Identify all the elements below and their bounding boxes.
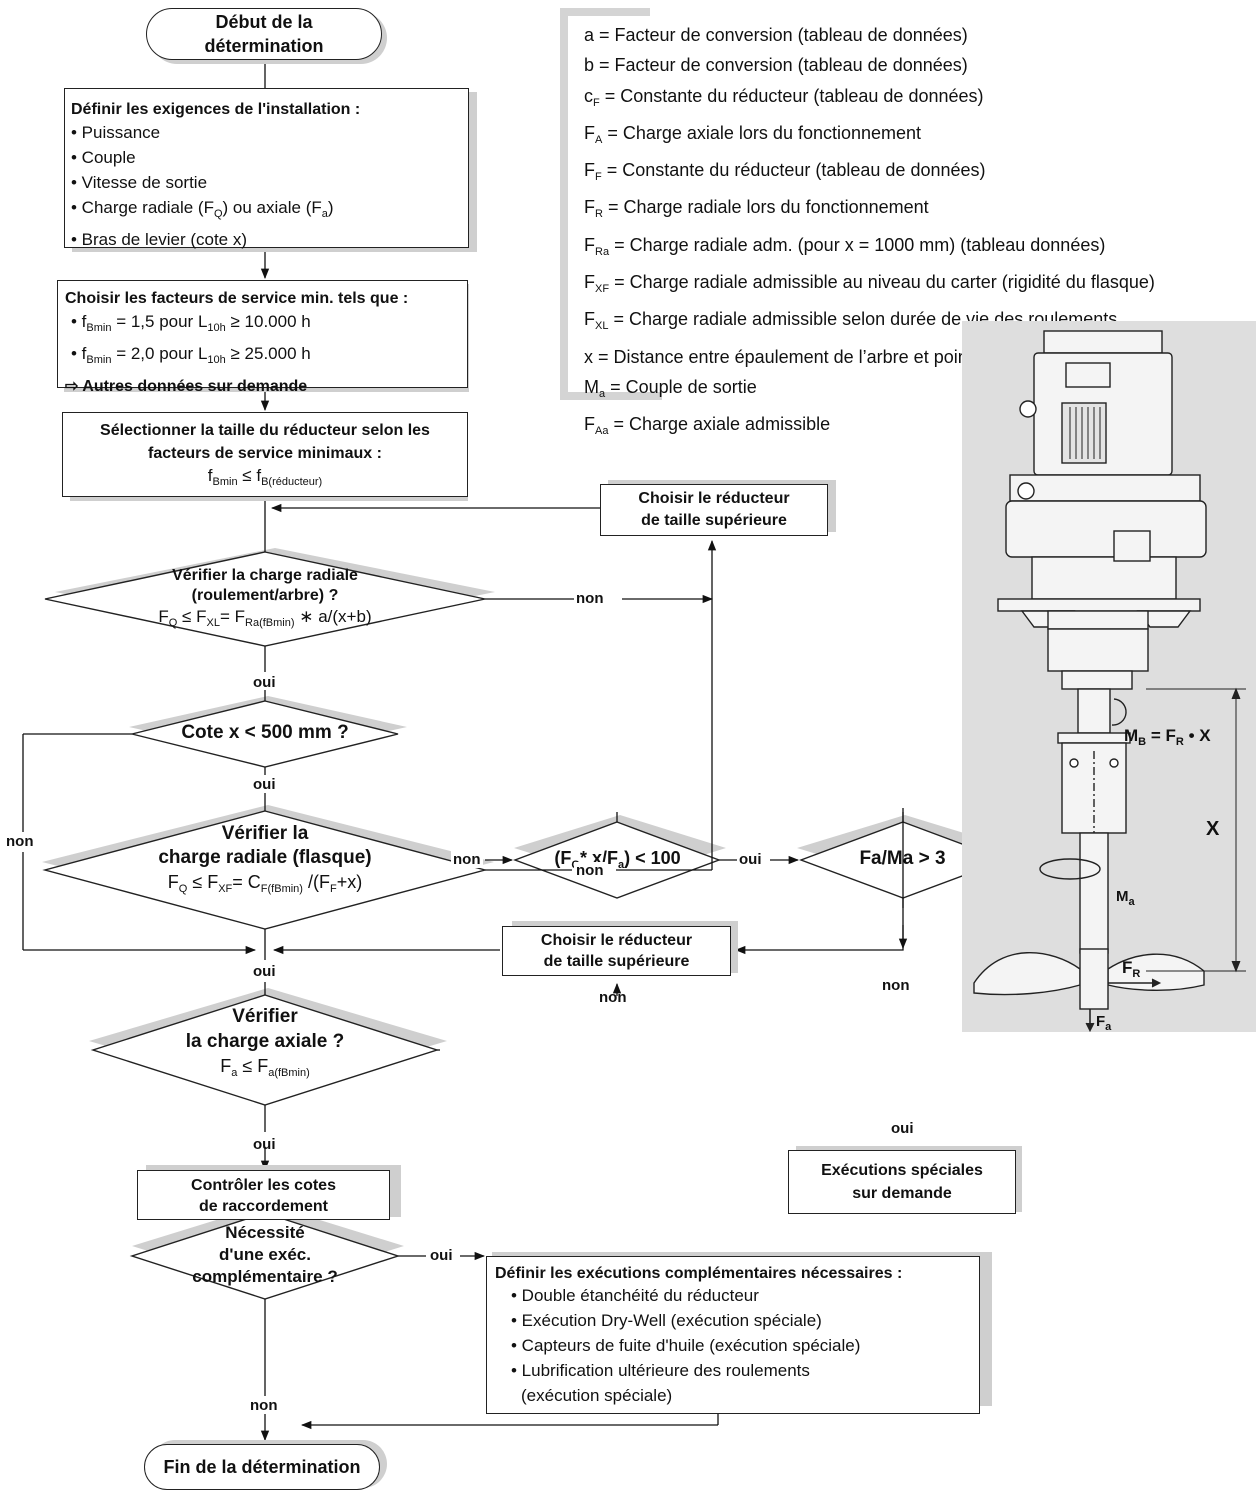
start-line1: Début de la [215,12,313,32]
bigger2-line2: de taille supérieure [543,953,690,970]
complementary-item: • Lubrification ultérieure des roulement… [511,1361,810,1380]
axial-formula: Fa ≤ Fa(fBmin) [220,1056,310,1079]
special-line2: sur demande [852,1185,952,1202]
fr-label: FR [1122,958,1141,980]
cote-label: Cote x < 500 mm ? [181,722,349,743]
label-oui: oui [253,776,276,793]
ratio-label: (FQ* x/Fa) < 100 [554,848,681,871]
necessity-line3: complémentaire ? [192,1267,338,1286]
bigger2-box: Choisir le réducteur de taille supérieur… [502,926,731,976]
radial-flange-line1: Vérifier la [221,823,309,844]
requirements-item: • Bras de levier (cote x) [71,230,248,249]
connection-line2: de raccordement [199,1198,328,1215]
label-non: non [599,989,627,1006]
fama-label: Fa/Ma > 3 [859,848,946,869]
special-box: Exécutions spéciales sur demande [788,1150,1016,1214]
service-box: Choisir les facteurs de service min. tel… [57,280,468,395]
legend-bracket-top [560,8,650,16]
connection-box: Contrôler les cotes de raccordement [137,1170,390,1220]
legend-entry: FAa = Charge axiale admissible [584,414,831,438]
radial-bearing-text: Vérifier la charge radiale (roulement/ar… [95,566,435,634]
axial-line1: Vérifier [232,1006,298,1027]
fa-label: Fa [1096,1013,1112,1033]
requirements-item: • Charge radiale (FQ) ou axiale (Fa) [71,198,334,220]
agitator-drawing [973,330,1246,1032]
mb-formula: MB = FR • X [1124,726,1211,748]
legend-entry: x = Distance entre épaulement de l’arbre… [584,346,1052,367]
label-oui: oui [891,1120,914,1137]
start-terminator: Début de la détermination [146,8,382,60]
label-non: non [882,977,910,994]
label-non: non [250,1397,278,1414]
label-oui: oui [253,1136,276,1153]
axial-text: Vérifier la charge axiale ? Fa ≤ Fa(fBmi… [120,1004,410,1085]
complementary-title: Définir les exécutions complémentaires n… [495,1265,903,1282]
label-oui: oui [737,851,764,868]
fama-non-connector [734,808,904,955]
ratio-diamond [512,821,722,899]
legend-entry: FXF = Charge radiale admissible au nivea… [584,272,1155,296]
label-oui: oui [428,1247,455,1264]
axial-line2: la charge axiale ? [185,1031,345,1052]
requirements-item: • Vitesse de sortie [71,173,208,192]
radial-bearing-line2: (roulement/arbre) ? [191,587,339,604]
label-oui: oui [253,963,276,980]
label-non: non [4,833,36,850]
legend-entry: a = Facteur de conversion (tableau de do… [584,25,968,45]
requirements-item: • Puissance [71,123,161,142]
connection-line1: Contrôler les cotes [191,1177,336,1194]
end-label: Fin de la détermination [163,1457,361,1477]
service-note: ⇨ Autres données sur demande [65,378,308,395]
necessity-line2: d'une exéc. [219,1245,311,1264]
necessity-line1: Nécessité [225,1223,305,1242]
legend-bracket-left [560,8,568,400]
bigger2-line1: Choisir le réducteur [540,932,693,949]
complementary-item: (exécution spéciale) [521,1386,673,1405]
ma-label: Ma [1116,888,1135,908]
radial-flange-line2: charge radiale (flasque) [158,847,372,868]
service-row-1: • fBmin = 1,5 pour L10h ≥ 10.000 h [71,312,311,334]
label-non: non [574,862,606,879]
service-title: Choisir les facteurs de service min. tel… [65,290,409,307]
legend-entry: b = Facteur de conversion (tableau de do… [584,55,968,76]
necessity-text: Nécessité d'une exéc. complémentaire ? [160,1222,370,1288]
select-size-box: Sélectionner la taille du réducteur selo… [62,412,468,497]
service-row-2: • fBmin = 2,0 pour L10h ≥ 25.000 h [71,344,311,366]
select-size-line2: facteurs de service minimaux : [148,445,382,462]
start-line2: détermination [204,36,324,56]
complementary-item: • Double étanchéité du réducteur [511,1286,759,1305]
complementary-item: • Capteurs de fuite d'huile (exécution s… [511,1336,861,1355]
radial-bearing-line1: Vérifier la charge radiale [172,567,358,584]
special-line1: Exécutions spéciales [821,1162,983,1179]
legend-bracket-bottom [560,392,662,400]
requirements-item: • Couple [71,148,136,167]
requirements-box: Définir les exigences de l'installation … [64,88,469,249]
legend-entry: FRa = Charge radiale adm. (pour x = 1000… [584,234,1106,258]
end-terminator: Fin de la détermination [144,1444,380,1490]
complementary-box: Définir les exécutions complémentaires n… [486,1256,980,1414]
label-oui: oui [253,674,276,691]
legend-entry: FF = Constante du réducteur (tableau de … [584,160,986,184]
legend: a = Facteur de conversion (tableau de do… [584,20,1155,447]
radial-bearing-formula: FQ ≤ FXL= FRa(fBmin) ∗ a/(x+b) [158,607,372,629]
motor-top [1043,330,1163,354]
bigger1-line1: Choisir le réducteur [638,490,790,507]
legend-entry: cF = Constante du réducteur (tableau de … [584,85,984,109]
legend-entry: FR = Charge radiale lors du fonctionneme… [584,197,929,221]
radial-flange-text: Vérifier la charge radiale (flasque) FQ … [95,822,435,902]
complementary-item: • Exécution Dry-Well (exécution spéciale… [511,1311,822,1330]
select-size-formula: fBmin ≤ fB(réducteur) [207,466,323,488]
bigger1-line2: de taille supérieure [641,512,787,529]
bigger1-box: Choisir le réducteur de taille supérieur… [600,484,828,536]
label-non: non [451,851,483,868]
radial-flange-formula: FQ ≤ FXF= CF(fBmin) /(FF+x) [167,872,363,895]
legend-entry: FA = Charge axiale lors du fonctionnemen… [584,122,922,146]
requirements-title: Définir les exigences de l'installation … [71,101,361,118]
legend-entry: Ma = Couple de sortie [584,376,757,400]
x-dimension-label: X [1206,818,1220,840]
label-non: non [574,590,606,607]
select-size-line1: Sélectionner la taille du réducteur selo… [100,422,430,439]
